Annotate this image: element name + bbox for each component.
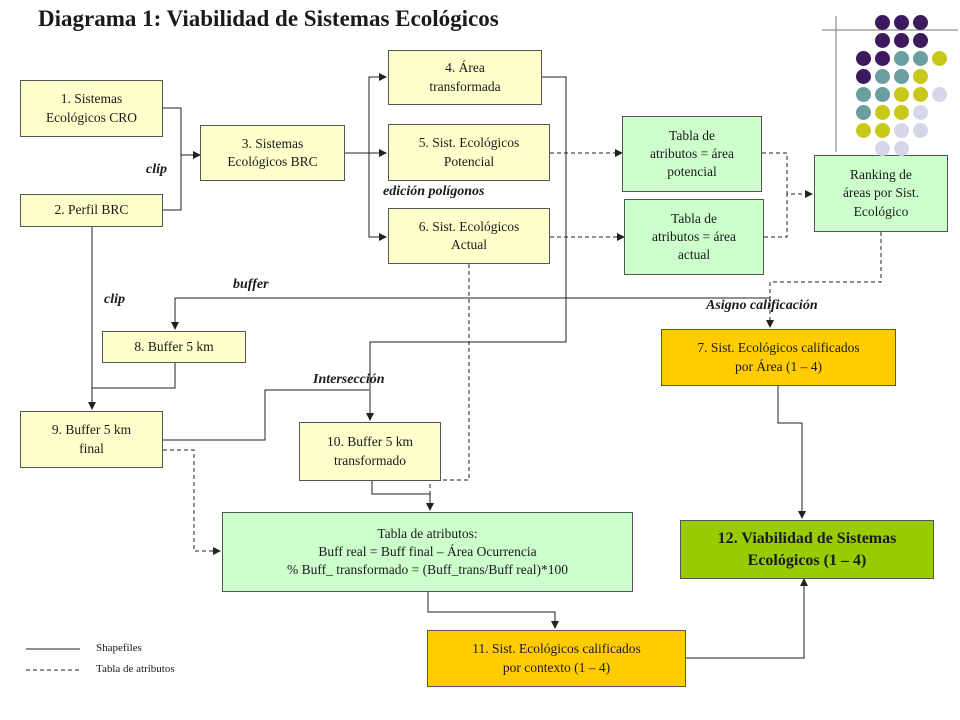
decor-dot bbox=[875, 141, 890, 156]
tabla-atributos-buffer: Tabla de atributos: Buff real = Buff fin… bbox=[222, 512, 633, 592]
node-11-calificados-contexto: 11. Sist. Ecológicos calificados por con… bbox=[427, 630, 686, 687]
node-1-sistemas-ecologicos-cro: 1. Sistemas Ecológicos CRO bbox=[20, 80, 163, 137]
decor-dot bbox=[913, 69, 928, 84]
decor-dot bbox=[932, 51, 947, 66]
decor-dot bbox=[856, 87, 871, 102]
edge-tabla-potencial-to-ranking bbox=[762, 152, 813, 198]
decor-dot bbox=[913, 33, 928, 48]
tabla-atributos-potencial: Tabla de atributos = área potencial bbox=[622, 116, 762, 192]
decor-dot bbox=[894, 51, 909, 66]
edge-buffer-to-8 bbox=[171, 297, 770, 330]
decor-dot bbox=[894, 33, 909, 48]
node-2-perfil-brc: 2. Perfil BRC bbox=[20, 194, 163, 227]
label-clip-1: clip bbox=[146, 162, 167, 177]
node-6-sist-ecologicos-actual: 6. Sist. Ecológicos Actual bbox=[388, 208, 550, 264]
edge-3-to-4 bbox=[368, 73, 387, 153]
decor-dot bbox=[875, 105, 890, 120]
decor-dot bbox=[894, 105, 909, 120]
node-5-sist-ecologicos-potencial: 5. Sist. Ecológicos Potencial bbox=[388, 124, 550, 181]
edge-tabla-actual-to-ranking bbox=[764, 194, 788, 238]
decor-dot bbox=[913, 123, 928, 138]
label-edicion-poligonos: edición polígonos bbox=[383, 184, 485, 199]
edge-1-to-3 bbox=[163, 107, 182, 211]
legend-tabla-atributos: Tabla de atributos bbox=[96, 663, 175, 675]
node-10-buffer-transformado: 10. Buffer 5 km transformado bbox=[299, 422, 441, 481]
diagram-title: Diagrama 1: Viabilidad de Sistemas Ecoló… bbox=[38, 6, 499, 31]
decor-dot bbox=[875, 33, 890, 48]
decor-dot bbox=[875, 87, 890, 102]
decor-dot bbox=[856, 105, 871, 120]
decor-dot bbox=[913, 15, 928, 30]
edge-tabla-to-11 bbox=[427, 592, 559, 629]
edge-ranking-to-7 bbox=[766, 232, 882, 328]
label-interseccion: Intersección bbox=[313, 372, 385, 387]
legend-shapefiles: Shapefiles bbox=[96, 642, 142, 654]
decor-dot bbox=[875, 69, 890, 84]
edge-7-to-12 bbox=[777, 386, 806, 519]
label-clip-2: clip bbox=[104, 292, 125, 307]
edge-6-to-tabla-buffer bbox=[429, 264, 470, 494]
decor-dot bbox=[894, 141, 909, 156]
decor-dot bbox=[875, 51, 890, 66]
decor-dot bbox=[875, 15, 890, 30]
decor-dot bbox=[856, 123, 871, 138]
node-3-sistemas-ecologicos-brc: 3. Sistemas Ecológicos BRC bbox=[200, 125, 345, 181]
decor-dot bbox=[894, 87, 909, 102]
decor-dot bbox=[932, 87, 947, 102]
edge-11-to-12 bbox=[686, 578, 808, 659]
node-9-buffer-final: 9. Buffer 5 km final bbox=[20, 411, 163, 468]
decor-dot bbox=[913, 51, 928, 66]
decor-dot bbox=[875, 123, 890, 138]
edge-3-to-6 bbox=[368, 153, 387, 241]
tabla-atributos-actual: Tabla de atributos = área actual bbox=[624, 199, 764, 275]
edge-9-to-tabla-buffer bbox=[163, 449, 221, 555]
decor-dot bbox=[913, 87, 928, 102]
label-asigno-calificacion: Asigno calificación bbox=[706, 298, 818, 313]
edge-8-to-9 bbox=[92, 363, 176, 389]
decor-dot bbox=[894, 15, 909, 30]
decor-dot bbox=[913, 105, 928, 120]
decor-dot bbox=[856, 69, 871, 84]
decor-dot bbox=[856, 51, 871, 66]
label-buffer: buffer bbox=[233, 277, 269, 292]
ranking-areas: Ranking de áreas por Sist. Ecológico bbox=[814, 155, 948, 232]
node-4-area-transformada: 4. Área transformada bbox=[388, 50, 542, 105]
edge-9-to-10 bbox=[163, 389, 369, 441]
node-12-viabilidad: 12. Viabilidad de Sistemas Ecológicos (1… bbox=[680, 520, 934, 579]
edge-4-to-10 bbox=[366, 76, 567, 421]
edge-10-to-tabla bbox=[371, 481, 434, 511]
node-7-calificados-area: 7. Sist. Ecológicos calificados por Área… bbox=[661, 329, 896, 386]
node-8-buffer-5km: 8. Buffer 5 km bbox=[102, 331, 246, 363]
decor-dot bbox=[894, 69, 909, 84]
decor-dot bbox=[894, 123, 909, 138]
